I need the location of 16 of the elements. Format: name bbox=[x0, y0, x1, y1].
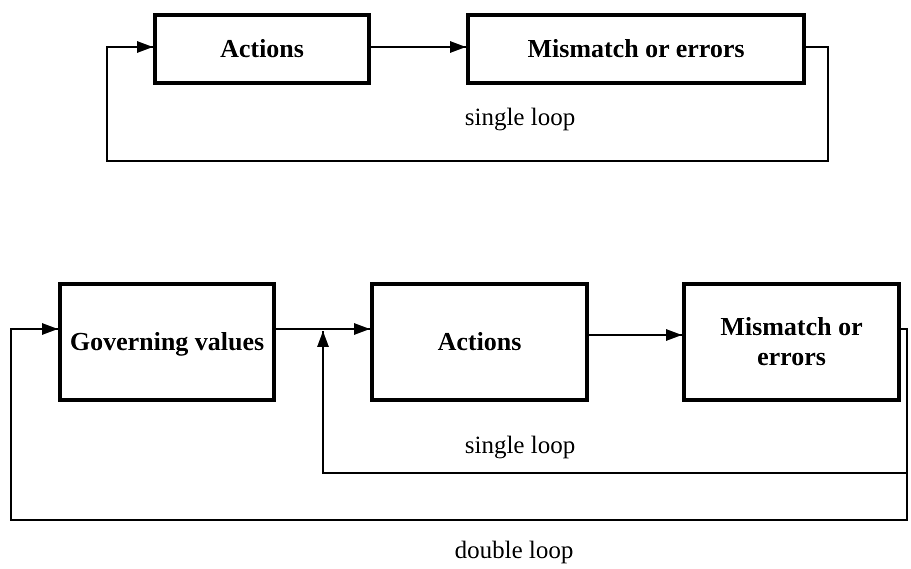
box-label: Actions bbox=[220, 34, 304, 64]
arrow bbox=[589, 329, 682, 341]
process-box bbox=[370, 282, 589, 402]
arrow bbox=[317, 328, 908, 474]
box-label: Actions bbox=[438, 327, 522, 357]
process-box bbox=[466, 13, 806, 85]
arrow bbox=[371, 41, 466, 53]
arrow bbox=[276, 323, 370, 335]
box-label: Mismatch or errors bbox=[719, 312, 864, 372]
process-box bbox=[58, 282, 276, 402]
process-box bbox=[153, 13, 371, 85]
process-box bbox=[682, 282, 901, 402]
arrow bbox=[10, 323, 908, 521]
box-label: Mismatch or errors bbox=[527, 34, 745, 64]
arrow bbox=[106, 41, 829, 162]
box-label: Governing values bbox=[70, 327, 264, 357]
